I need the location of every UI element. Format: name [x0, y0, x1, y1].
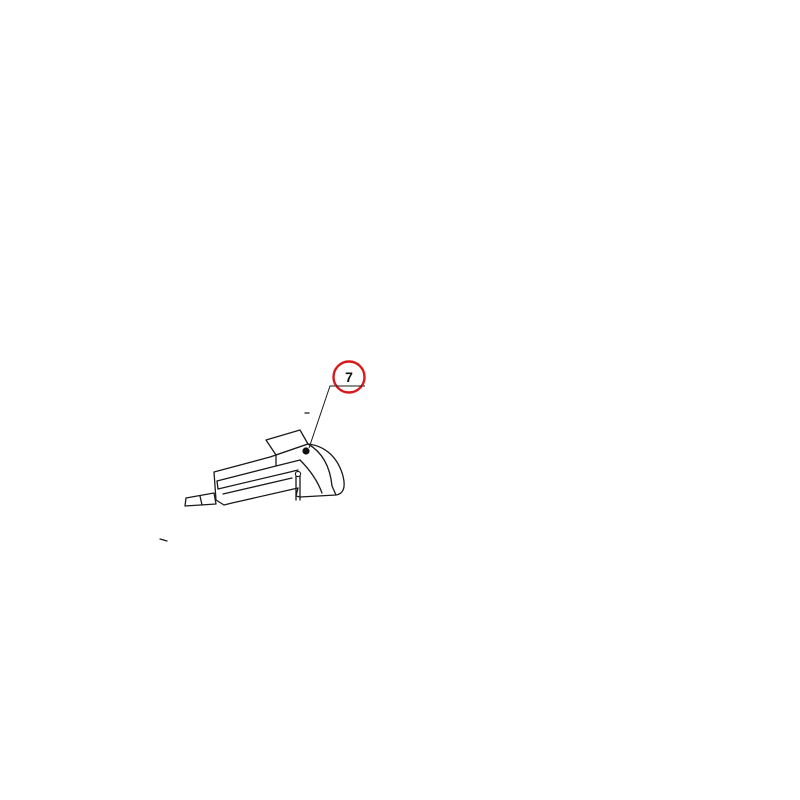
callout-label: 7 [345, 369, 353, 385]
bracket-nose-contour [307, 443, 337, 496]
stray-mark-bottom-left [159, 538, 168, 542]
screw-head [294, 470, 302, 478]
callout-7: 7 [332, 360, 366, 394]
mounting-hole [302, 447, 310, 455]
callout-ring [332, 360, 366, 394]
bracket-part [184, 429, 345, 507]
callout-leader-line [308, 385, 365, 449]
